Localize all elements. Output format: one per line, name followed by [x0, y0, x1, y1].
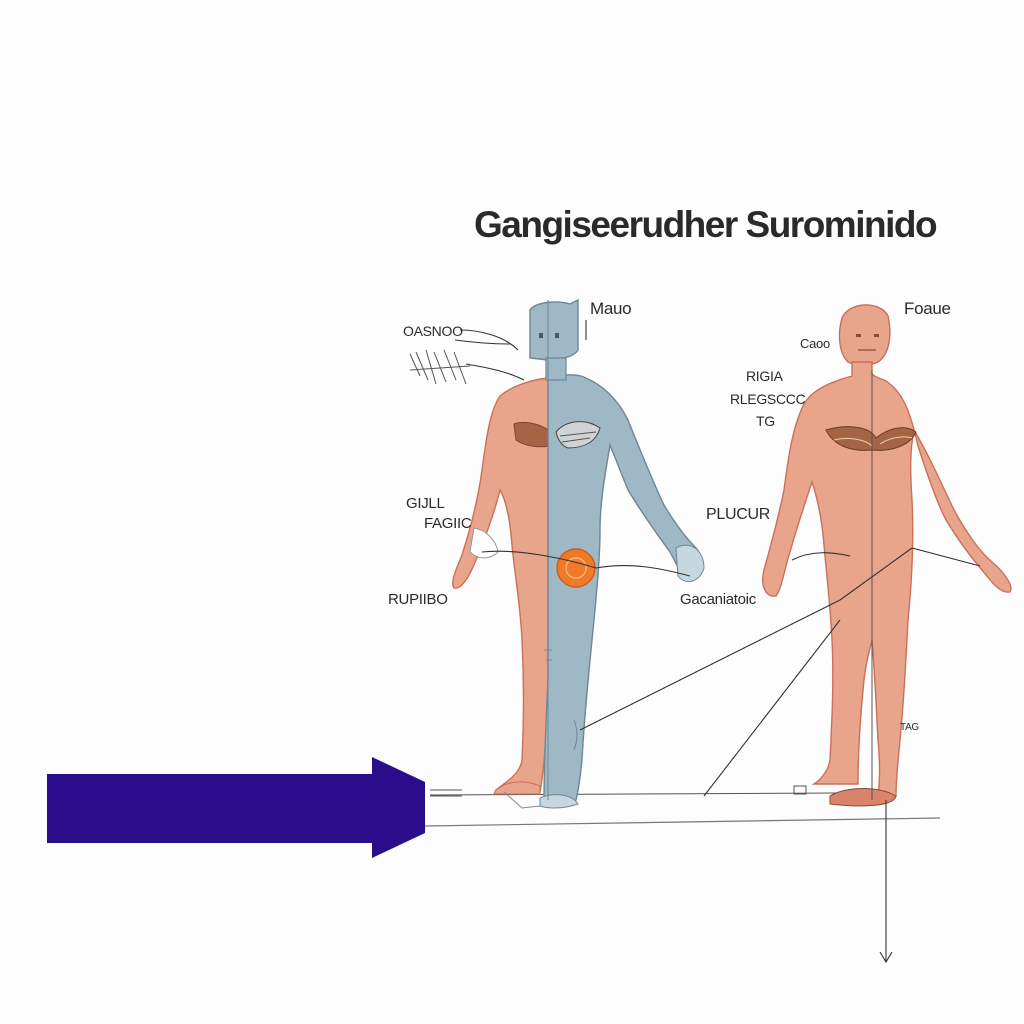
left-figure-foot-shadow — [503, 791, 541, 809]
label-right-neck: Caoo — [800, 336, 830, 351]
label-left-knee: RUPIIBO — [388, 591, 448, 608]
human-figure-skin — [762, 304, 1012, 807]
left-figure-head — [529, 298, 579, 361]
left-figure-skin-hand — [469, 527, 499, 559]
left-figure-skin-foot — [493, 781, 541, 795]
arrow-right-icon — [47, 757, 425, 858]
leader-lines — [454, 320, 981, 964]
floor-line-upper — [429, 792, 841, 796]
label-scribbles — [409, 349, 807, 797]
human-figure-split — [452, 298, 705, 809]
right-figure-chest-band — [825, 426, 917, 451]
label-right-ankle: TAG — [900, 722, 919, 733]
label-left-hand: Gacaniatoic — [680, 591, 756, 608]
label-left-side-2: FAGIIC — [424, 515, 472, 532]
left-figure-skin-half — [452, 377, 549, 793]
right-figure-body — [762, 361, 1012, 797]
label-left-side-1: GIJLL — [406, 495, 445, 512]
left-figure-neck — [545, 357, 567, 381]
left-figure-blue-foot — [539, 794, 579, 809]
label-left-head: Mauo — [590, 299, 632, 318]
label-right-side-1: RIGIA — [746, 368, 783, 384]
left-figure-blue-half — [543, 374, 703, 807]
heart-organ-icon — [556, 548, 596, 588]
left-figure-blue-hand — [675, 544, 705, 583]
label-right-head: Foaue — [904, 299, 951, 318]
label-right-side-3: TG — [756, 413, 775, 429]
label-left-shoulder: OASNOO — [403, 323, 463, 339]
right-figure-foot — [829, 788, 897, 807]
right-figure-head — [838, 304, 891, 366]
label-right-side-2: RLEGSCCC — [730, 391, 806, 407]
ground-line — [424, 817, 941, 827]
diagram-title: Gangiseerudher Surominido — [474, 204, 938, 245]
label-left-hip: PLUCUR — [706, 506, 770, 523]
